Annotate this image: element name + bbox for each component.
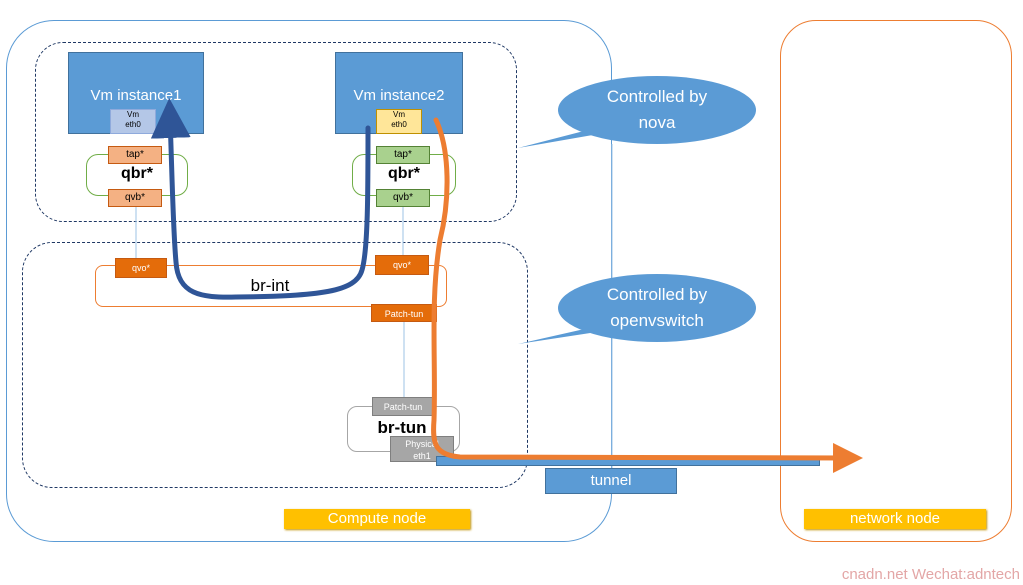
openvswitch-controlled-area	[22, 242, 528, 488]
tap-left-port: tap*	[108, 146, 162, 164]
vm2-to-network-traffic-path	[431, 117, 863, 473]
vm-instance2-title: Vm instance2	[353, 87, 445, 104]
vm1-port-line1: Vm	[127, 110, 139, 119]
br-int-label: br-int	[250, 276, 290, 295]
vm2-port-line1: Vm	[393, 110, 405, 119]
nova-callout-line1: Controlled by	[606, 87, 708, 106]
vm1-eth0-port: Vm eth0	[110, 109, 156, 134]
tunnel-box: tunnel	[545, 468, 677, 494]
openvswitch-callout: Controlled by openvswitch	[558, 274, 756, 342]
physical-line1: Physical	[405, 439, 439, 449]
ovs-callout-pointer	[518, 330, 610, 344]
compute-node-label: Compute node	[284, 509, 470, 529]
ovs-callout-line1: Controlled by	[606, 285, 708, 304]
vm2-eth0-port: Vm eth0	[376, 109, 422, 134]
br-int-bridge	[95, 265, 447, 307]
patch-tun-int-port: Patch-tun	[371, 304, 437, 322]
network-node-label: network node	[804, 509, 986, 529]
vm1-port-line2: eth0	[125, 120, 141, 129]
physical-line2: eth1	[413, 451, 431, 461]
qvb-left-port: qvb*	[108, 189, 162, 207]
nova-callout-line2: nova	[638, 113, 676, 132]
br-tun-label: br-tun	[377, 418, 427, 437]
qvb-right-port: qvb*	[376, 189, 430, 207]
network-node-region	[780, 20, 1012, 542]
tap-right-port: tap*	[376, 146, 430, 164]
nova-controlled-area	[35, 42, 517, 222]
ovs-callout-line2: openvswitch	[610, 311, 704, 330]
qbr-right-label: qbr*	[388, 165, 420, 182]
qbr-left-label: qbr*	[121, 165, 153, 182]
vm2-to-vm1-traffic-path	[150, 98, 371, 300]
nova-callout: Controlled by nova	[558, 76, 756, 144]
qvo-left-port: qvo*	[115, 258, 167, 278]
qvo-right-port: qvo*	[375, 255, 429, 275]
vm2-port-line2: eth0	[391, 120, 407, 129]
watermark: cnadn.net Wechat:adntech	[841, 566, 1020, 583]
nova-callout-pointer	[518, 132, 610, 148]
